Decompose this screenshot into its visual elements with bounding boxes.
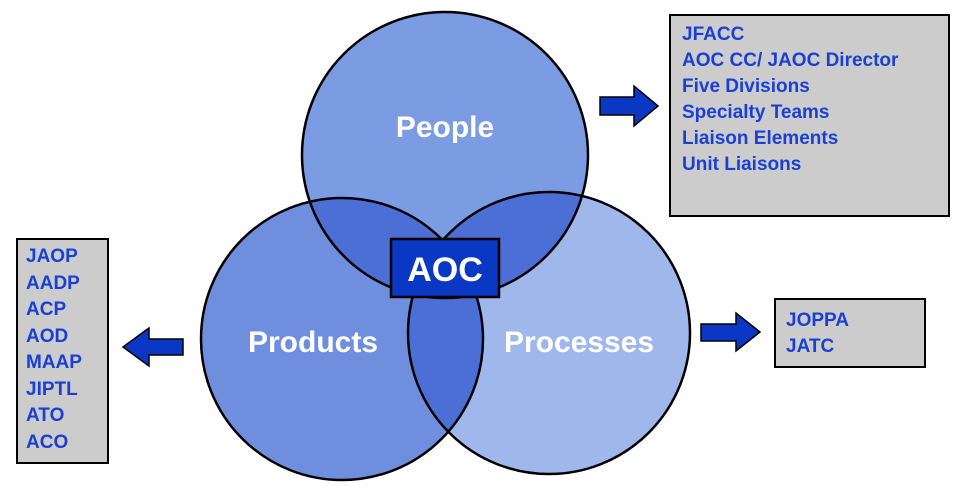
people-label: People [396, 111, 494, 144]
products-label: Products [248, 326, 378, 359]
list-item: Five Divisions [682, 76, 810, 97]
arrow-right-processes [700, 311, 762, 353]
products-list-box: JAOP AADP ACP AOD MAAP JIPTL ATO ACO [16, 238, 109, 464]
list-item: JOPPA [786, 310, 850, 331]
processes-circle-outline [406, 190, 692, 476]
list-item: JAOP [26, 246, 78, 267]
list-item: ATO [26, 405, 65, 426]
center-label: AOC [407, 251, 483, 289]
processes-list-box: JOPPA JATC [774, 298, 926, 368]
list-item: AOD [26, 325, 69, 347]
list-item: Specialty Teams [682, 102, 830, 123]
arrow-right-people [599, 84, 660, 128]
list-item: AOC CC/ JAOC Director [682, 50, 899, 71]
list-item: AADP [26, 272, 80, 294]
processes-label: Processes [504, 326, 654, 359]
list-item: JATC [786, 336, 835, 357]
list-item: MAAP [26, 352, 82, 373]
people-list-box: JFACC AOC CC/ JAOC Director Five Divisio… [669, 14, 950, 217]
list-item: ACO [26, 431, 69, 453]
list-item: Liaison Elements [682, 128, 839, 149]
list-item: Unit Liaisons [682, 154, 802, 175]
list-item: JIPTL [26, 378, 78, 400]
products-circle-outline [199, 196, 485, 482]
center-box [389, 237, 501, 299]
list-item: ACP [26, 299, 67, 320]
list-item: JFACC [682, 24, 745, 45]
arrow-left-products [121, 326, 184, 368]
